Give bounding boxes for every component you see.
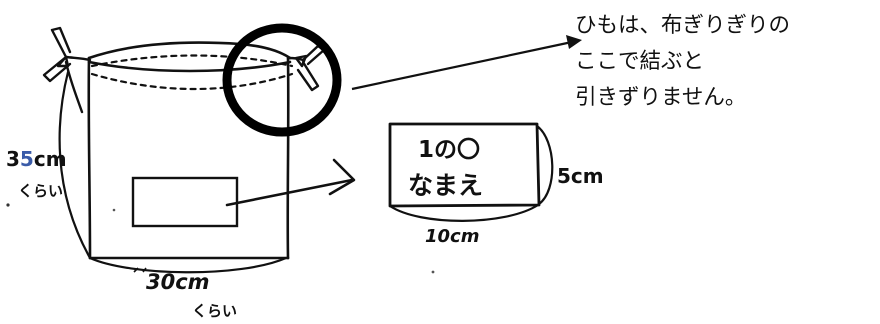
bag-left-side [87, 56, 92, 260]
bag-height-digit-5: 5 [20, 147, 34, 171]
left-string-knot [42, 26, 92, 114]
tag-name-text: なまえ [408, 171, 483, 200]
bag-height-approx: くらい [18, 182, 63, 200]
height-dimension-line [58, 70, 92, 260]
note-arrow [351, 35, 582, 91]
bag-height-digit-3: 3 [6, 147, 20, 171]
knot-highlight-circle [222, 23, 342, 137]
knot-note: ひもは、布ぎりぎりの ここで結ぶと 引きずりません。 [575, 8, 875, 116]
bag-right-side [286, 56, 290, 260]
tag-width-dimension-line [388, 203, 540, 222]
bag-top-front [87, 60, 292, 73]
tag-height-dimension-line [535, 124, 554, 206]
bag-top-opening [87, 41, 292, 60]
bag-height-unit: cm [34, 147, 67, 171]
knot-note-line-3: 引きずりません。 [575, 85, 747, 110]
drawstring-bag [87, 41, 292, 260]
drawstring-channel [90, 54, 294, 91]
right-string-knot [286, 44, 326, 92]
knot-note-line-1: ひもは、布ぎりぎりの [575, 13, 791, 38]
knot-note-line-2: ここで結ぶと [575, 49, 705, 74]
bag-width-approx: くらい [192, 302, 237, 320]
tag-class-text: 1の〇 [418, 137, 480, 163]
tag-height-label: 5cm [557, 164, 604, 188]
name-patch [131, 176, 239, 228]
bag-height-label: 35cm [6, 147, 67, 171]
patch-arrow [225, 158, 356, 207]
bag-width-label: 30cm [146, 270, 210, 294]
tag-width-label: 10cm [425, 226, 479, 247]
width-dimension-line [88, 256, 288, 274]
